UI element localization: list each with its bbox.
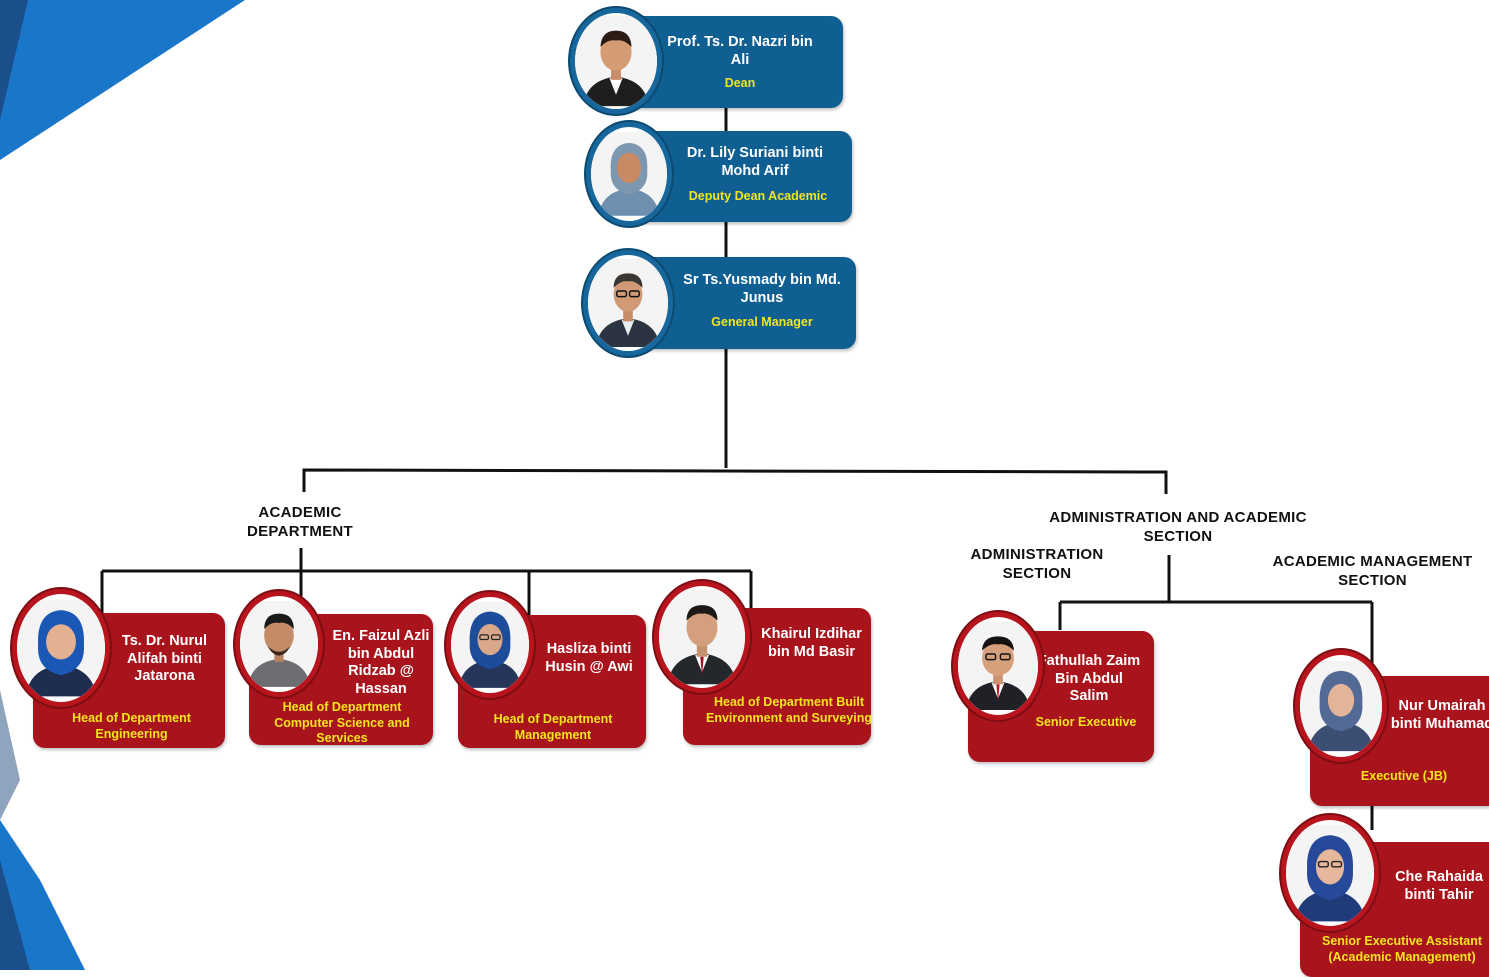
person-portrait-icon [575,15,657,107]
person-portrait-icon [659,589,745,685]
admin-executive-role: Senior Executive [1035,715,1137,729]
person-portrait-icon [958,622,1038,710]
head-computer-science-role: Head of Department Computer Science and … [274,700,410,745]
executive-jb-photo [1295,650,1387,762]
senior-executive-assistant-role: Senior Executive Assistant (Academic Man… [1321,934,1483,964]
person-portrait-icon [1286,824,1374,922]
head-computer-science-photo [235,591,323,697]
person-portrait-icon [1300,660,1382,752]
person-portrait-icon [451,602,529,688]
dean-photo [570,8,662,114]
general-manager-name: Sr Ts.Yusmady bin Md. Junus [683,272,841,306]
head-engineering-role: Head of Department Engineering [72,711,191,741]
bottom-left-blue-triangle [0,820,85,970]
deputy-dean-photo [586,122,672,226]
person-portrait-icon [591,132,667,216]
head-computer-science-name: En. Faizul Azli bin Abdul Ridzab @ Hassa… [332,628,430,697]
head-built-environment-photo [654,581,750,693]
administration-section-label: ADMINISTRATION SECTION [970,546,1104,582]
executive-jb-role: Executive (JB) [1360,769,1448,783]
admin-academic-section-label: ADMINISTRATION AND ACADEMIC SECTION [1049,509,1307,545]
head-management-photo [446,592,534,698]
academic-management-section-label: ACADEMIC MANAGEMENT SECTION [1272,553,1473,589]
general-manager-photo [583,250,673,356]
senior-executive-assistant-name: Che Rahaida binti Tahir [1395,869,1483,903]
deputy-dean-name: Dr. Lily Suriani binti Mohd Arif [686,145,824,179]
person-portrait-icon [17,599,105,697]
general-manager-role: General Manager [711,315,813,329]
head-built-environment-role: Head of Department Built Environment and… [705,695,872,725]
dean-card: Prof. Ts. Dr. Nazri bin Ali Dean [620,16,843,108]
head-management-role: Head of Department Management [493,712,613,742]
dean-role: Dean [724,76,756,90]
academic-department-label: ACADEMIC DEPARTMENT [246,504,354,540]
top-left-blue-triangle [0,0,245,160]
person-portrait-icon [588,259,668,347]
deputy-dean-role: Deputy Dean Academic [688,189,828,203]
head-management-name: Hasliza binti Husin @ Awi [545,641,633,675]
left-grey-sliver [0,690,20,820]
bottom-left-dark-triangle [0,860,30,970]
head-built-environment-name: Khairul Izdihar bin Md Basir [761,626,862,660]
admin-executive-name: Fathullah Zaim Bin Abdul Salim [1037,653,1141,704]
admin-executive-photo [953,612,1043,720]
dean-name: Prof. Ts. Dr. Nazri bin Ali [667,34,813,68]
senior-executive-assistant-photo [1281,815,1379,931]
head-engineering-name: Ts. Dr. Nurul Alifah binti Jatarona [121,633,208,684]
executive-jb-name: Nur Umairah binti Muhamad [1390,698,1489,732]
person-portrait-icon [240,601,318,687]
top-left-dark-strip [0,0,28,120]
head-engineering-photo [12,589,110,707]
